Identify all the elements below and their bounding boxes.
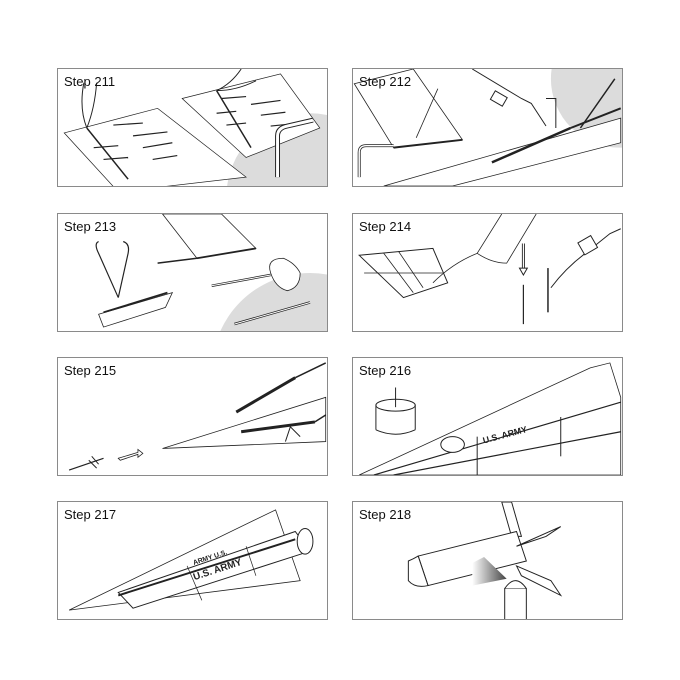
step-214-panel: Step 214	[352, 213, 623, 332]
step-215-illustration	[68, 362, 327, 471]
step-218-panel: Step 218	[352, 501, 623, 620]
step-label: Step 212	[359, 74, 412, 89]
step-label: Step 211	[64, 74, 116, 89]
step-label: Step 214	[359, 219, 412, 234]
step-212-panel: Step 212	[352, 68, 623, 187]
step-label: Step 215	[64, 363, 117, 378]
step-211-illustration	[63, 69, 327, 186]
step-218-illustration	[407, 502, 563, 619]
step-label: Step 218	[359, 507, 412, 522]
step-label: Step 216	[359, 363, 412, 378]
step-214-illustration	[358, 214, 621, 325]
step-217-panel: U.S. ARMY ARMY U.S. Step 217	[57, 501, 328, 620]
step-211-panel: Step 211	[57, 68, 328, 187]
step-label: Step 213	[64, 219, 117, 234]
step-213-panel: Step 213	[57, 213, 328, 332]
step-213-illustration	[95, 214, 327, 331]
step-212-illustration	[353, 69, 622, 186]
step-216-panel: U.S. ARMY Step 216	[352, 357, 623, 476]
step-215-panel: Step 215	[57, 357, 328, 476]
step-label: Step 217	[64, 507, 117, 522]
step-217-illustration: U.S. ARMY ARMY U.S.	[68, 509, 314, 611]
step-216-illustration: U.S. ARMY	[359, 362, 622, 475]
